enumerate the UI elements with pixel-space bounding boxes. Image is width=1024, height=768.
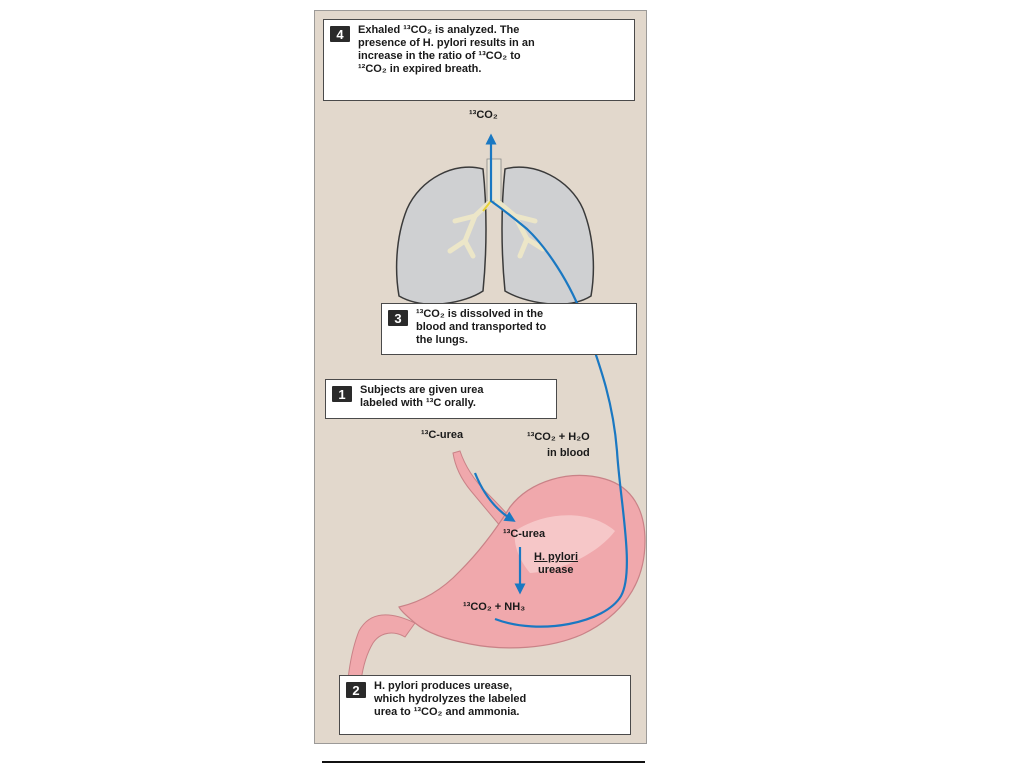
enzyme-label-1: H. pylori (534, 551, 579, 563)
bottom-rule (322, 761, 645, 763)
step-2-badge: 2 (346, 682, 366, 698)
step-3-callout: 3 ¹³CO₂ is dissolved in the blood and tr… (381, 303, 637, 355)
stomach-body (398, 474, 646, 649)
urea-stomach-label: ¹³C-urea (503, 528, 546, 540)
diagram-panel: 4 Exhaled ¹³CO₂ is analyzed. The presenc… (314, 10, 647, 744)
urea-breath-test-diagram (347, 133, 646, 682)
urea-ingestion-arrow (473, 472, 516, 522)
step-1-callout: 1 Subjects are given urea labeled with ¹… (325, 379, 557, 419)
arrows (473, 133, 628, 628)
left-lung (395, 166, 487, 305)
trachea (486, 158, 502, 202)
lungs (395, 158, 595, 305)
bloodstream-arrow (485, 133, 628, 628)
step-1-badge: 1 (332, 386, 352, 402)
exhaled-co2-label: ¹³CO₂ (469, 109, 498, 121)
step-2-text: H. pylori produces urease, which hydroly… (374, 680, 527, 718)
step-4-badge: 4 (330, 26, 350, 42)
enzyme-label-2: urease (538, 564, 574, 576)
step-2-callout: 2 H. pylori produces urease, which hydro… (339, 675, 631, 735)
stomach (347, 450, 646, 682)
co2-blood-label-2: in blood (547, 447, 590, 459)
co2-blood-label-1: ¹³CO₂ + H₂O (527, 431, 590, 443)
duodenum (347, 614, 416, 682)
step-1-text: Subjects are given urea labeled with ¹³C… (360, 384, 484, 409)
right-lung (501, 166, 595, 305)
products-label: ¹³CO₂ + NH₃ (463, 601, 526, 613)
step-4-callout: 4 Exhaled ¹³CO₂ is analyzed. The presenc… (323, 19, 635, 101)
urea-ingested-label: ¹³C-urea (421, 429, 464, 441)
stomach-highlight (514, 515, 615, 573)
step-3-badge: 3 (388, 310, 408, 326)
step-3-text: ¹³CO₂ is dissolved in the blood and tran… (416, 308, 547, 346)
step-4-text: Exhaled ¹³CO₂ is analyzed. The presence … (358, 24, 535, 75)
